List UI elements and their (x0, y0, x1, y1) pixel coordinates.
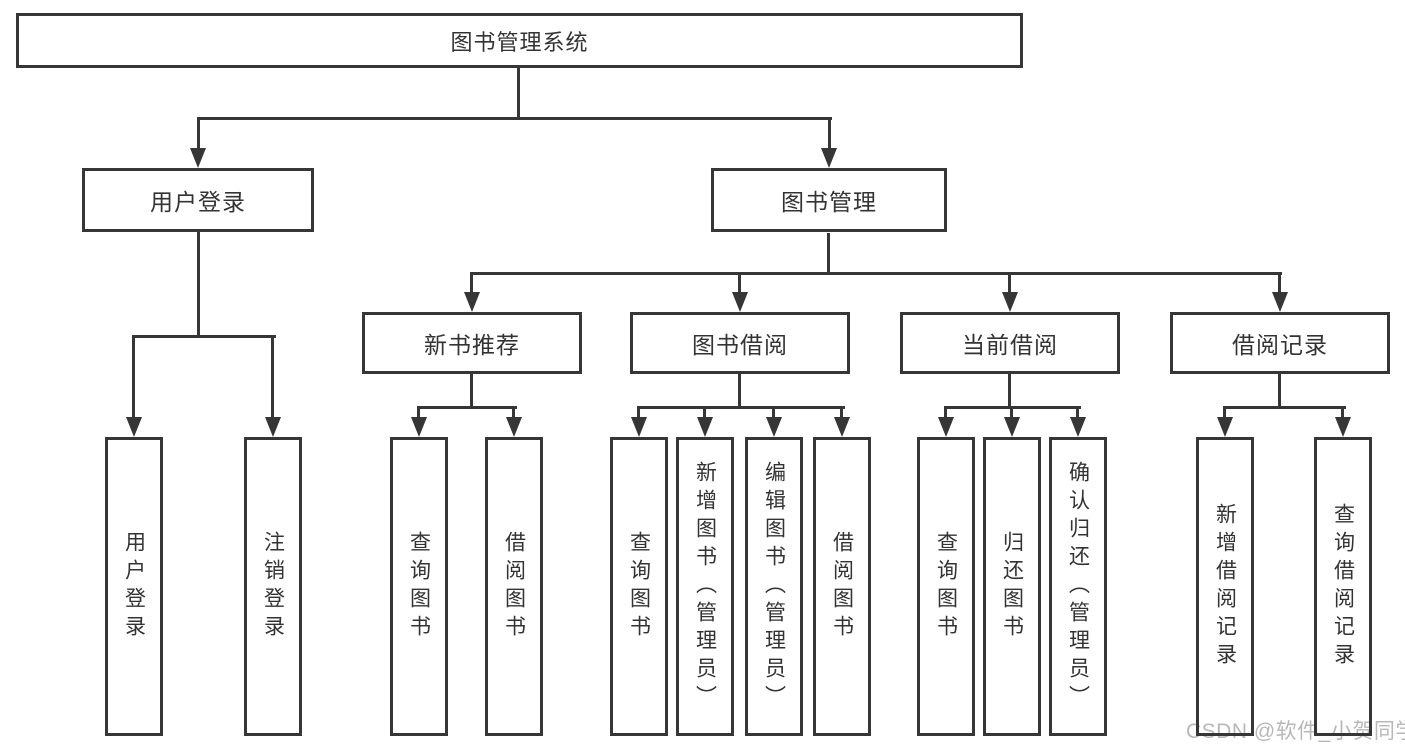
connector-user-login-drop (197, 117, 200, 151)
connector-leaf-drop (512, 406, 515, 419)
connector-leaf-drop (703, 406, 706, 419)
connector-book-management-stem (827, 233, 830, 275)
connector-current-borrow-drop (1008, 272, 1011, 295)
arrow-down-icon (938, 417, 954, 437)
leaf-current-query-books: 查询图书 (917, 437, 975, 736)
connector-leaf-drop (944, 406, 947, 419)
arrow-down-icon (190, 148, 206, 168)
connector-new-book-stem (470, 374, 473, 409)
connector-leaf-logout-drop (271, 335, 274, 419)
connector-leaf-drop (1341, 406, 1344, 419)
csdn-watermark: CSDN @软件_小贺同学 (1186, 720, 1405, 743)
connector-leaf-drop (1010, 406, 1013, 419)
arrow-down-icon (1002, 292, 1018, 312)
connector-borrow-record-drop (1278, 272, 1281, 295)
arrow-down-icon (1070, 417, 1086, 437)
connector-leaf-drop (1076, 406, 1079, 419)
leaf-newbook-query-books: 查询图书 (390, 437, 448, 736)
arrow-down-icon (1272, 292, 1288, 312)
leaf-borrow-query-books: 查询图书 (610, 437, 668, 736)
arrow-down-icon (1217, 417, 1233, 437)
arrow-down-icon (631, 417, 647, 437)
leaf-record-add-borrow-record: 新增借阅记录 (1196, 437, 1254, 736)
connector-new-book-rail (417, 406, 517, 409)
node-current-borrow: 当前借阅 (900, 312, 1120, 374)
arrow-down-icon (1004, 417, 1020, 437)
connector-borrow-record-rail (1223, 406, 1346, 409)
arrow-down-icon (464, 292, 480, 312)
arrow-down-icon (411, 417, 427, 437)
connector-root-stem (517, 66, 520, 120)
node-user-login: 用户登录 (82, 168, 314, 232)
connector-book-management-drop (828, 117, 831, 151)
arrow-down-icon (834, 417, 850, 437)
leaf-borrow-edit-books-admin: 编辑图书（管理员） (745, 437, 803, 736)
connector-book-borrow-drop (738, 272, 741, 295)
connector-borrow-record-stem (1278, 374, 1281, 409)
leaf-current-confirm-return-admin: 确认归还（管理员） (1049, 437, 1107, 736)
arrow-down-icon (821, 148, 837, 168)
node-borrow-record: 借阅记录 (1170, 312, 1390, 374)
arrow-down-icon (1335, 417, 1351, 437)
connector-leaf-drop (1223, 406, 1226, 419)
arrow-down-icon (265, 417, 281, 437)
arrow-down-icon (697, 417, 713, 437)
connector-leaf-drop (840, 406, 843, 419)
leaf-newbook-borrow-books: 借阅图书 (485, 437, 543, 736)
node-library-management-system: 图书管理系统 (16, 13, 1023, 68)
node-book-borrow: 图书借阅 (630, 312, 850, 374)
connector-current-borrow-stem (1008, 374, 1011, 409)
leaf-logout: 注销登录 (244, 437, 302, 736)
arrow-down-icon (732, 292, 748, 312)
leaf-record-query-borrow-record: 查询借阅记录 (1314, 437, 1372, 736)
connector-leaf-drop (637, 406, 640, 419)
connector-level1-rail (197, 117, 832, 120)
leaf-borrow-borrow-books: 借阅图书 (813, 437, 871, 736)
connector-book-borrow-stem (738, 374, 741, 409)
connector-new-book-drop (470, 272, 473, 295)
connector-leaf-drop (772, 406, 775, 419)
connector-level3-rail (470, 272, 1282, 275)
connector-book-borrow-rail (637, 406, 845, 409)
connector-leaf-drop (417, 406, 420, 419)
node-book-management: 图书管理 (711, 168, 947, 232)
leaf-user-login: 用户登录 (105, 437, 163, 736)
connector-user-login-stem (197, 232, 200, 338)
leaf-current-return-books: 归还图书 (983, 437, 1041, 736)
node-new-book-recommend: 新书推荐 (362, 312, 582, 374)
leaf-borrow-add-books-admin: 新增图书（管理员） (676, 437, 734, 736)
arrow-down-icon (766, 417, 782, 437)
connector-user-login-rail (132, 335, 276, 338)
connector-leaf-user-login-drop (132, 335, 135, 419)
arrow-down-icon (506, 417, 522, 437)
arrow-down-icon (126, 417, 142, 437)
